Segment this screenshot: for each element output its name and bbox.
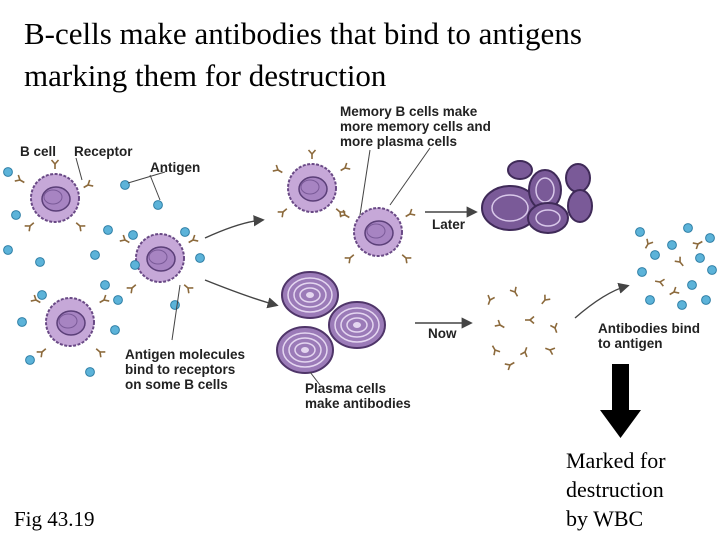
marked-note-line-2: destruction — [566, 477, 664, 502]
label-b-cell: B cell — [20, 144, 57, 159]
memory-b-cells — [271, 149, 417, 265]
label-antibodies-bind: Antibodies bind to antigen — [598, 321, 700, 351]
label-later: Later — [432, 217, 466, 232]
label-plasma-line-2: make antibodies — [305, 396, 411, 411]
slide-title-line-2: marking them for destruction — [24, 58, 387, 93]
label-antibodies-bind-line-1: Antibodies bind — [598, 321, 700, 336]
marked-for-destruction-note: Marked for destruction by WBC — [566, 446, 666, 533]
label-memory-b-cells: Memory B cells make more memory cells an… — [340, 104, 491, 149]
down-arrow-icon — [600, 364, 641, 438]
later-plasma-cluster — [481, 160, 593, 234]
marked-note-line-3: by WBC — [566, 506, 644, 531]
slide-title-line-1: B-cells make antibodies that bind to ant… — [24, 16, 582, 51]
label-memory-line-3: more plasma cells — [340, 134, 458, 149]
marked-note-line-1: Marked for — [566, 448, 666, 473]
label-antigen-molecules-line-3: on some B cells — [125, 377, 228, 392]
label-receptor: Receptor — [74, 144, 133, 159]
b-cell-top-left — [13, 159, 95, 233]
label-memory-line-1: Memory B cells make — [340, 104, 478, 119]
label-memory-line-2: more memory cells and — [340, 119, 491, 134]
antibody-antigen-complexes — [635, 223, 717, 310]
plasma-cells — [276, 271, 386, 374]
label-antigen-molecules-line-1: Antigen molecules — [125, 347, 246, 362]
figure-caption: Fig 43.19 — [14, 507, 95, 531]
label-plasma-line-1: Plasma cells — [305, 381, 387, 396]
label-plasma-cells: Plasma cells make antibodies — [305, 381, 411, 411]
label-antigen-molecules-line-2: bind to receptors — [125, 362, 236, 377]
b-cell-bottom-left — [29, 294, 111, 359]
free-antibodies — [484, 285, 561, 371]
label-antibodies-bind-line-2: to antigen — [598, 336, 663, 351]
label-now: Now — [428, 326, 457, 341]
label-antigen: Antigen — [150, 160, 201, 175]
label-antigen-molecules: Antigen molecules bind to receptors on s… — [125, 347, 245, 392]
